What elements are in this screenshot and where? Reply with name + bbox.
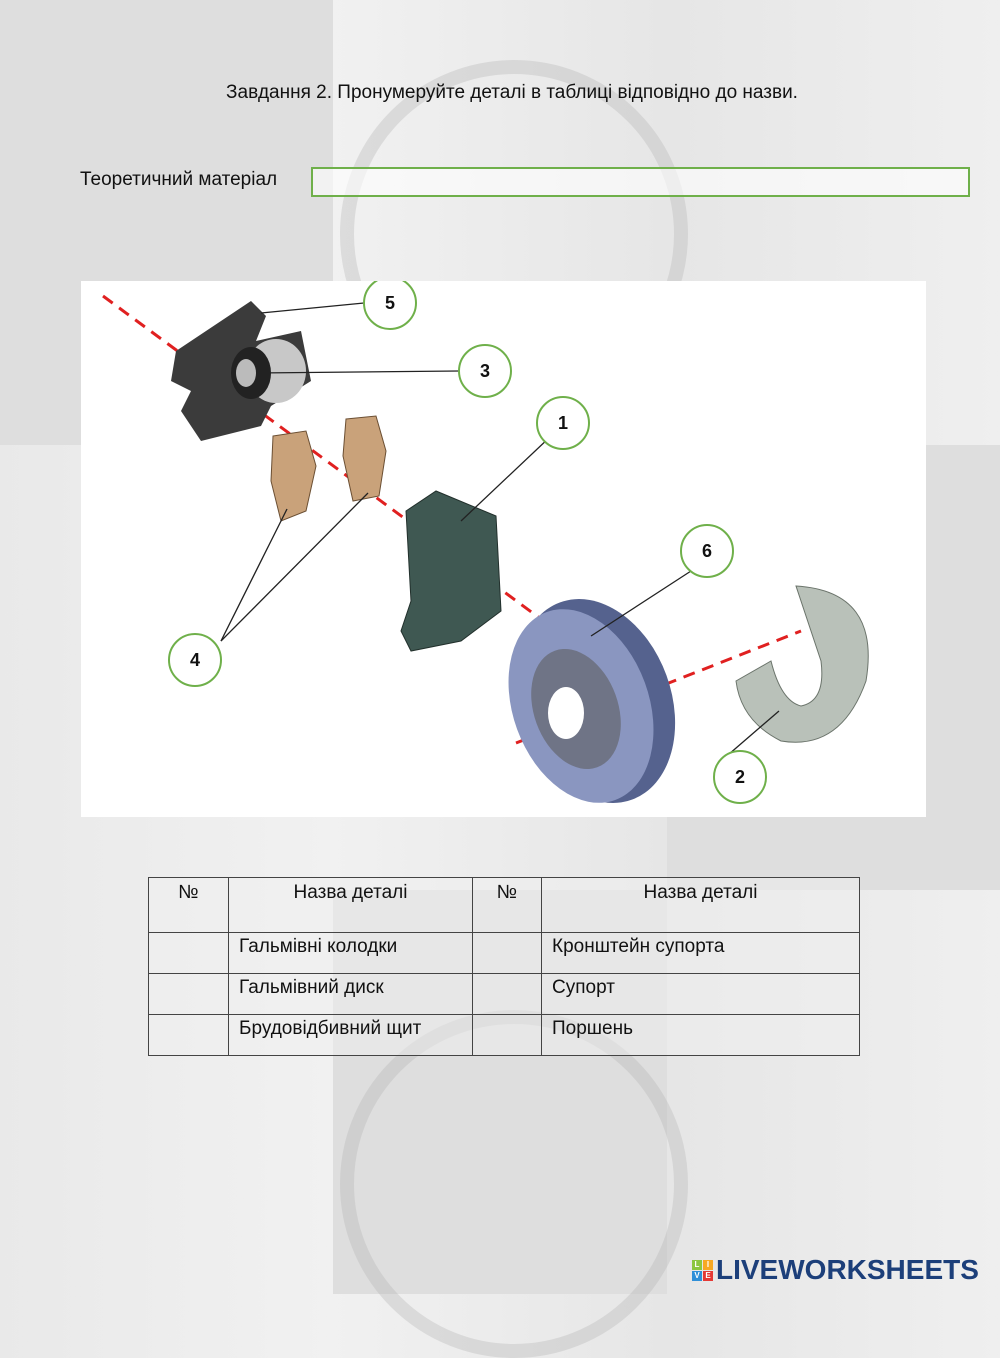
part-name: Кронштейн супорта bbox=[541, 932, 860, 974]
table-row: Гальмівні колодки Кронштейн супорта bbox=[148, 932, 860, 975]
task-title: Завдання 2. Пронумеруйте деталі в таблиц… bbox=[226, 82, 798, 103]
dust-shield-part bbox=[735, 585, 869, 743]
brake-pad-part bbox=[342, 415, 387, 502]
leader-lines bbox=[220, 302, 780, 762]
header-name: Назва деталі bbox=[228, 877, 473, 933]
caliper-part bbox=[171, 301, 311, 441]
part-name: Поршень bbox=[541, 1014, 860, 1056]
table-header-row: № Назва деталі № Назва деталі bbox=[148, 877, 860, 933]
part-name: Супорт bbox=[541, 973, 860, 1015]
callout-label: 1 bbox=[558, 413, 568, 433]
callout-label: 4 bbox=[190, 650, 200, 670]
brake-disc-part bbox=[508, 599, 676, 803]
callout-label: 3 bbox=[480, 361, 490, 381]
callout-label: 2 bbox=[735, 767, 745, 787]
number-input[interactable] bbox=[149, 1018, 232, 1057]
part-name: Гальмівний диск bbox=[228, 973, 473, 1015]
background-gear bbox=[340, 1010, 688, 1358]
liveworksheets-logo: L I V E LIVEWORKSHEETS bbox=[692, 1254, 979, 1286]
callout-label: 5 bbox=[385, 293, 395, 313]
brake-pad-part bbox=[270, 430, 317, 522]
part-name: Гальмівні колодки bbox=[228, 932, 473, 974]
number-input[interactable] bbox=[473, 1018, 545, 1057]
logo-text: LIVEWORKSHEETS bbox=[716, 1254, 979, 1285]
number-input[interactable] bbox=[149, 936, 232, 975]
logo-tiles-icon: L I V E bbox=[692, 1259, 713, 1281]
table-row: Гальмівний диск Супорт bbox=[148, 973, 860, 1016]
header-num: № bbox=[148, 877, 229, 933]
callout-4 bbox=[168, 633, 222, 687]
part-name: Брудовідбивний щит bbox=[228, 1014, 473, 1056]
callout-3 bbox=[458, 344, 512, 398]
callout-2 bbox=[713, 750, 767, 804]
callout-1 bbox=[536, 396, 590, 450]
callout-label: 6 bbox=[702, 541, 712, 561]
theory-label: Теоретичний матеріал bbox=[80, 169, 278, 190]
number-input[interactable] bbox=[149, 977, 232, 1016]
brake-diagram: 5 3 1 6 4 2 bbox=[81, 276, 926, 817]
header-name: Назва деталі bbox=[541, 877, 860, 933]
theory-link-field[interactable] bbox=[311, 167, 970, 197]
number-input[interactable] bbox=[473, 977, 545, 1016]
header-num: № bbox=[472, 877, 542, 933]
parts-table: № Назва деталі № Назва деталі Гальмівні … bbox=[148, 877, 860, 1057]
callout-6 bbox=[680, 524, 734, 578]
number-input[interactable] bbox=[473, 936, 545, 975]
caliper-bracket-part bbox=[400, 490, 502, 652]
table-row: Брудовідбивний щит Поршень bbox=[148, 1014, 860, 1057]
